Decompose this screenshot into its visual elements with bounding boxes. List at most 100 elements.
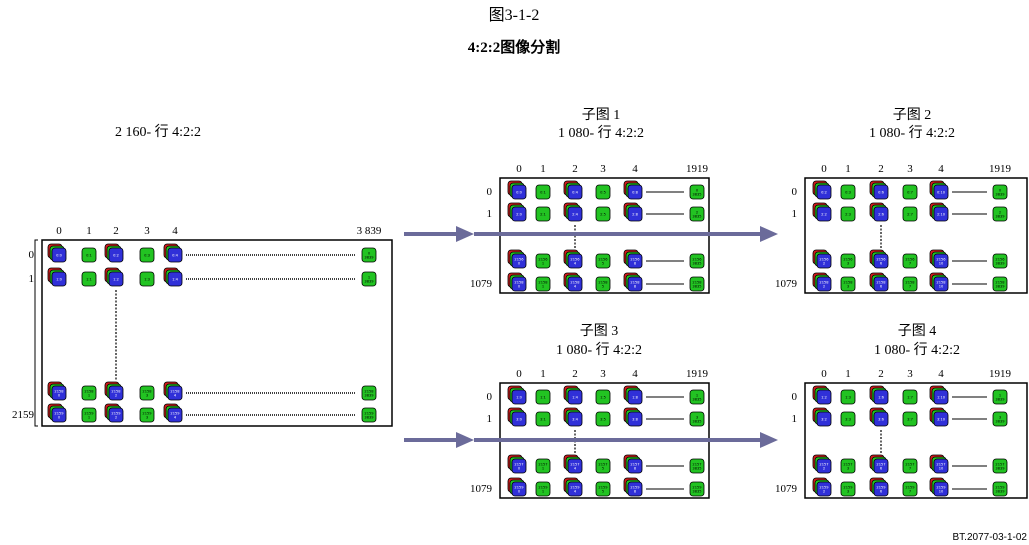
cb-sample	[933, 253, 949, 269]
pixel-id: 2:0	[516, 212, 522, 216]
y-sample	[595, 253, 611, 269]
pixel-id: 1:8	[632, 395, 638, 399]
pixel-id: 4	[174, 415, 177, 419]
cb-sample	[933, 458, 949, 474]
pixel-id: 2156	[598, 257, 608, 261]
pixel-id: 5	[602, 466, 604, 470]
pixel-id: 0:3	[845, 190, 851, 194]
column-label: 3	[600, 163, 606, 175]
column-label: 4	[938, 163, 944, 175]
cb-sample	[816, 206, 832, 222]
cb-sample	[511, 253, 527, 269]
y-sample	[689, 253, 705, 269]
pixel-ycbcr: 2:0	[507, 202, 527, 222]
row-label: 2159	[12, 409, 35, 421]
pixel-ycbcr: 3:4	[563, 407, 583, 427]
cb-sample	[51, 407, 67, 423]
cb-sample	[627, 389, 643, 405]
pixel-ycbcr: 1:2	[812, 385, 832, 405]
cb-sample	[627, 206, 643, 222]
pixel-id: 3839	[995, 489, 1005, 493]
pixel-id: 0:1	[86, 253, 92, 257]
cb-sample	[627, 253, 643, 269]
cb-sample	[627, 184, 643, 200]
pixel-id: 0:1	[540, 190, 546, 194]
pixel-id: 1	[999, 393, 1001, 397]
y-sample	[902, 458, 918, 474]
pixel-id: 2156	[876, 257, 886, 261]
pixel-id: 2159	[170, 411, 180, 415]
cb-sample	[567, 458, 583, 474]
split-arrow	[404, 432, 778, 448]
source-label: 2 160- 行 4:2:2	[115, 124, 201, 140]
row-label: 0	[29, 249, 35, 261]
y-sample	[840, 481, 856, 497]
y-sample	[81, 385, 97, 401]
row-label: 0	[487, 186, 493, 198]
pixel-y: 3:7	[902, 411, 918, 427]
pixel-id: 3839	[995, 214, 1005, 218]
column-label: 2	[878, 163, 884, 175]
pixel-id: 3:5	[600, 417, 606, 421]
cb-sample	[816, 253, 832, 269]
subimage-1-label: 1 080- 行 4:2:2	[558, 125, 644, 141]
y-sample	[535, 206, 551, 222]
pixel-id: 2157	[995, 462, 1004, 466]
cb-sample	[567, 253, 583, 269]
pixel-id: 2158	[170, 389, 180, 393]
pixel-id: 2:10	[937, 212, 946, 216]
row-bracket	[34, 239, 38, 427]
pixel-id: 1:3	[144, 277, 150, 281]
pixel-id: 3839	[995, 466, 1005, 470]
pixel-id: 0:0	[56, 253, 62, 257]
pixel-id: 2157	[514, 462, 523, 466]
pixel-ycbcr: 1:8	[623, 385, 643, 405]
pixel-id: 3839	[364, 393, 374, 397]
cb-sample	[108, 247, 124, 263]
column-label: 2	[878, 368, 884, 380]
pixel-id: 4	[174, 393, 177, 397]
pixel-y: 0:1	[535, 184, 551, 200]
pixel-id: 1:3	[845, 395, 851, 399]
y-sample	[689, 206, 705, 222]
pixel-id: 3	[146, 415, 148, 419]
cb-sample	[51, 385, 67, 401]
column-label: 1919	[989, 368, 1012, 380]
pixel-id: 1	[542, 466, 544, 470]
y-sample	[992, 389, 1008, 405]
subimage-2-name: 子图 2	[893, 107, 932, 123]
pixel-id: 3:4	[572, 417, 578, 421]
y-sample	[139, 247, 155, 263]
row-label: 1079	[470, 278, 493, 290]
subimage-4-label: 1 080- 行 4:2:2	[874, 342, 960, 358]
pixel-y: 1:1	[81, 271, 97, 287]
pixel-id: 0	[518, 489, 521, 493]
cb-sample	[167, 407, 183, 423]
pixel-id: 3839	[995, 261, 1005, 265]
y-sample	[535, 481, 551, 497]
pixel-id: 1	[88, 393, 90, 397]
pixel-id: 2159	[142, 411, 152, 415]
pixel-id: 2156	[514, 257, 524, 261]
frame	[41, 239, 393, 427]
pixel-y: 1:1	[535, 389, 551, 405]
column-label: 1919	[989, 163, 1012, 175]
pixel-id: 2159	[876, 485, 886, 489]
